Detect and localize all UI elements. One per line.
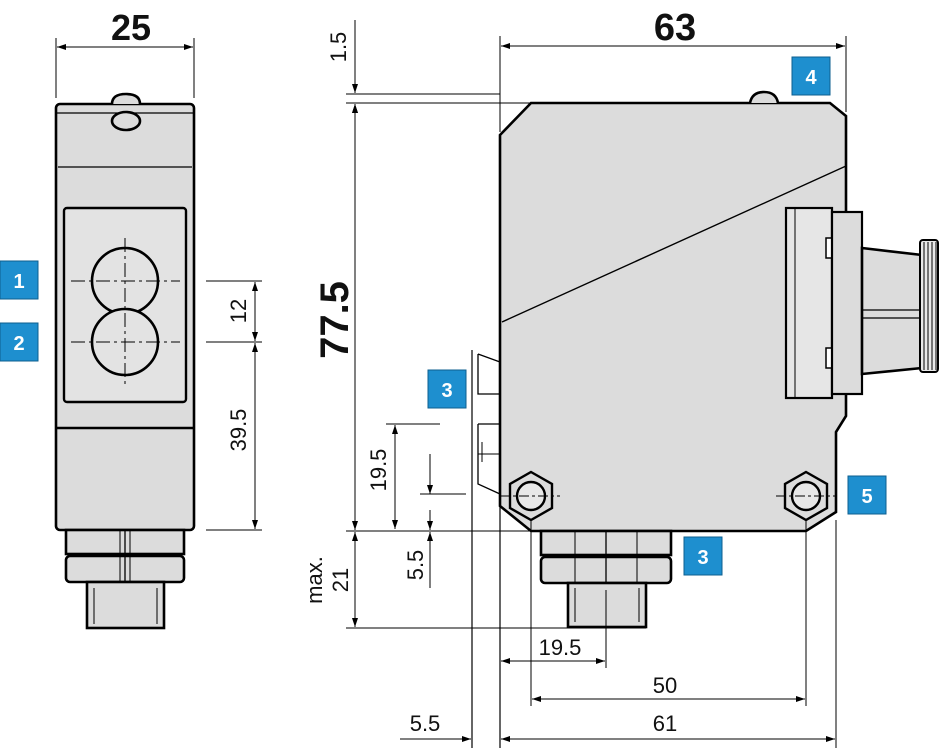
svg-text:1: 1	[13, 271, 24, 293]
dim-bottom-50: 50	[653, 673, 677, 698]
dim-width-front: 25	[111, 7, 151, 48]
svg-text:4: 4	[805, 67, 817, 89]
front-view: 25 12 39.5	[54, 7, 262, 630]
callout-4: 4	[791, 56, 831, 96]
dim-bottom-61: 61	[653, 711, 677, 736]
side-housing	[498, 101, 848, 533]
dim-bottom-5-5: 5.5	[410, 711, 441, 736]
hex-hole-right	[783, 470, 829, 522]
dim-side-5-5: 5.5	[403, 550, 428, 581]
callout-3-side: 3	[427, 369, 467, 409]
connector-plate	[784, 206, 834, 400]
callout-3-bottom: 3	[683, 536, 723, 576]
svg-text:3: 3	[441, 380, 452, 402]
dim-max-label: max.	[302, 556, 327, 604]
svg-text:2: 2	[13, 333, 24, 355]
svg-text:3: 3	[697, 547, 708, 569]
dim-top-offset: 1.5	[326, 32, 351, 63]
dim-side-19-5: 19.5	[366, 449, 391, 492]
dim-lens-spacing: 12	[226, 299, 251, 323]
dim-width-side: 63	[654, 7, 696, 49]
side-view: 63 1.5 77.5 19.5 5.5 max. 21 19.5	[302, 7, 939, 748]
callout-5: 5	[847, 475, 887, 515]
callout-1: 1	[0, 260, 39, 300]
dim-max-value: 21	[328, 568, 353, 592]
dim-bottom-19-5: 19.5	[539, 635, 582, 660]
dim-lens-height: 39.5	[226, 409, 251, 452]
svg-text:5: 5	[861, 486, 872, 508]
dim-height-total: 77.5	[313, 281, 357, 359]
callout-2: 2	[0, 322, 39, 362]
